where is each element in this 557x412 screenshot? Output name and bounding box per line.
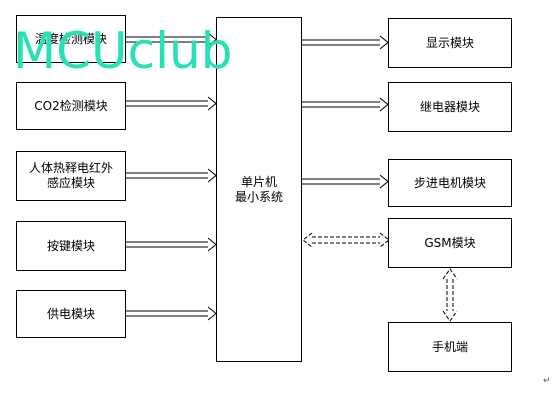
arrow-mcu-gsm-bidirectional <box>302 232 390 248</box>
mcu-label-line1: 单片机 <box>240 174 277 189</box>
co2-module-label: CO2检测模块 <box>34 98 108 113</box>
stepper-module-label: 步进电机模块 <box>413 175 486 190</box>
pir-module-label-line2: 感应模块 <box>46 176 95 190</box>
relay-module-box: 继电器模块 <box>388 82 512 132</box>
pir-module-box: 人体热释电红外 感应模块 <box>16 151 126 201</box>
arrow-mcu-to-relay <box>302 97 389 112</box>
gsm-module-label: GSM模块 <box>424 235 476 250</box>
phone-label: 手机端 <box>431 339 468 354</box>
mcu-box: 单片机 最小系统 <box>216 17 302 362</box>
display-module-box: 显示模块 <box>388 18 512 68</box>
temp-module-label: 温度检测模块 <box>34 31 107 46</box>
arrow-mcu-to-stepper <box>302 174 389 189</box>
pir-module-label-line1: 人体热释电红外 <box>28 161 113 175</box>
arrow-mcu-to-display <box>302 35 389 50</box>
keys-module-box: 按键模块 <box>16 221 126 271</box>
arrow-power-to-mcu <box>126 306 217 321</box>
temp-module-box: 温度检测模块 <box>16 15 126 63</box>
co2-module-box: CO2检测模块 <box>16 82 126 130</box>
phone-box: 手机端 <box>388 322 512 372</box>
display-module-label: 显示模块 <box>425 35 474 50</box>
arrow-pir-to-mcu <box>126 168 217 183</box>
arrow-gsm-phone-bidirectional <box>442 268 458 322</box>
mcuclub-watermark: MCUclub <box>13 22 233 80</box>
power-module-box: 供电模块 <box>16 290 126 338</box>
arrow-keys-to-mcu <box>126 237 217 252</box>
arrow-temp-to-mcu <box>126 32 217 47</box>
paragraph-mark: ↵ <box>543 376 551 386</box>
mcu-label-line2: 最小系统 <box>234 189 283 204</box>
keys-module-label: 按键模块 <box>46 238 95 253</box>
gsm-module-box: GSM模块 <box>388 218 512 268</box>
relay-module-label: 继电器模块 <box>419 99 480 114</box>
stepper-module-box: 步进电机模块 <box>388 159 512 207</box>
power-module-label: 供电模块 <box>46 306 95 321</box>
arrow-co2-to-mcu <box>126 96 217 111</box>
